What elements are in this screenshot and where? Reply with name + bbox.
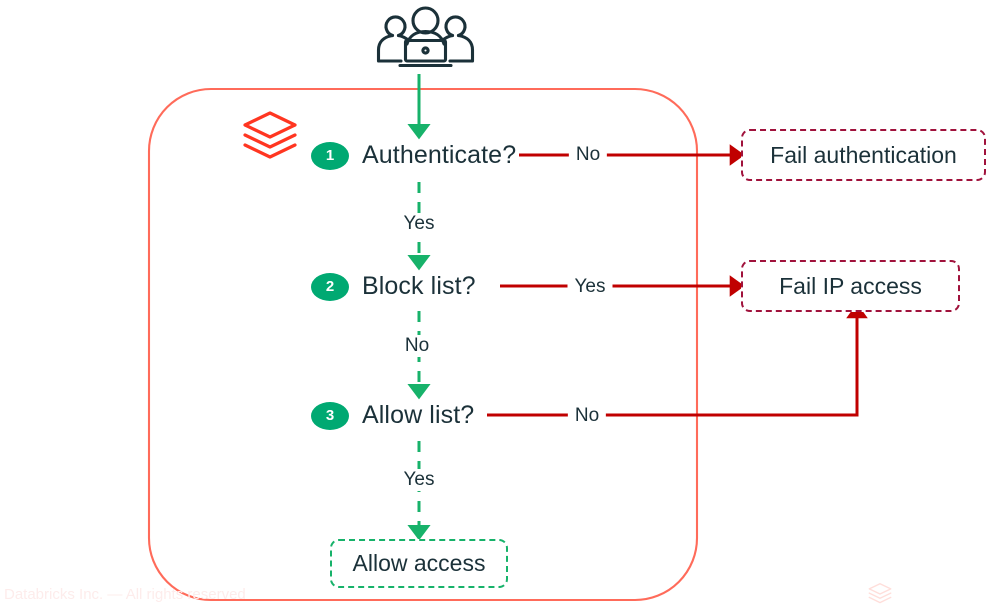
edge-label-allowlist-no: No [567, 405, 607, 427]
watermark-databricks-logo-icon [868, 583, 892, 604]
terminal-label-fail-ip-access: Fail IP access [779, 272, 922, 299]
people-with-laptop-icon [376, 6, 475, 68]
databricks-logo-icon [243, 111, 297, 159]
watermark-text: Databricks Inc. — All rights reserved [4, 586, 246, 603]
terminal-label-fail-authentication: Fail authentication [770, 141, 957, 168]
edge-label-blocklist-no: No [397, 335, 437, 357]
decision-badge-3: 3 [311, 401, 349, 430]
decision-node-block-list[interactable]: 2 Block list? [311, 272, 476, 301]
decision-label-block-list: Block list? [362, 272, 476, 300]
terminal-fail-ip-access[interactable]: Fail IP access [741, 260, 960, 312]
decision-node-authenticate[interactable]: 1 Authenticate? [311, 141, 516, 170]
decision-label-allow-list: Allow list? [362, 401, 475, 429]
edge-label-blocklist-yes: Yes [567, 276, 613, 298]
edge-allowlist-no [487, 303, 868, 417]
edge-label-allowlist-yes: Yes [396, 469, 442, 491]
workspace-boundary [147, 87, 699, 602]
terminal-fail-authentication[interactable]: Fail authentication [741, 129, 986, 181]
decision-badge-2: 2 [311, 272, 349, 301]
edge-label-authenticate-no: No [568, 144, 608, 166]
terminal-allow-access[interactable]: Allow access [330, 539, 508, 588]
decision-label-authenticate: Authenticate? [362, 141, 517, 169]
decision-badge-1: 1 [311, 141, 349, 170]
terminal-label-allow-access: Allow access [352, 550, 486, 576]
edge-label-authenticate-yes: Yes [396, 213, 442, 235]
decision-node-allow-list[interactable]: 3 Allow list? [311, 401, 474, 430]
